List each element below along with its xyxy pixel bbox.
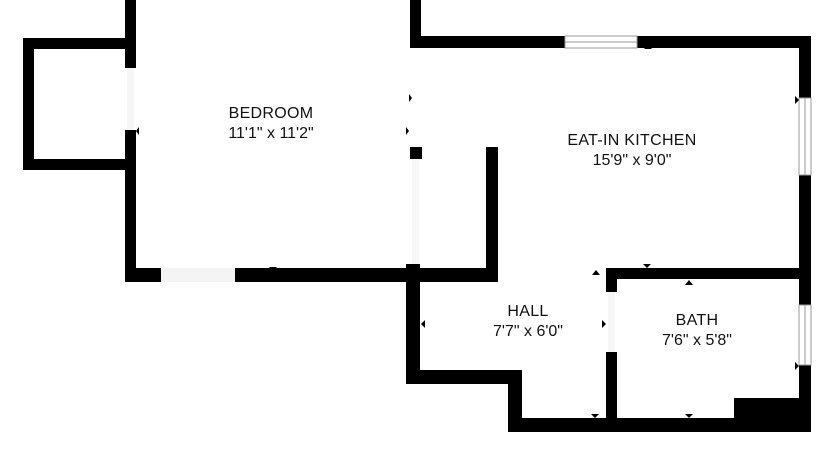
bath-wall-left-upper [606,268,617,292]
kitchen-wall-top-right [637,36,811,48]
opening-bedroom-kitchen [412,159,419,264]
kitchen-wall-top-left [410,36,565,48]
kitchen-partition-wall [486,147,498,282]
door-jamb-left [410,147,422,159]
room-dimensions: 7'6" x 5'8" [662,332,732,349]
bedroom-wall-left-upper [125,0,136,68]
hall-wall-step [406,370,522,384]
marker-kitchen-bottom [643,264,651,268]
opening-closet [127,68,134,130]
room-name: BEDROOM [228,105,314,122]
closet-wall-bottom [23,159,136,170]
windows [564,35,812,366]
bath-wall-top [606,268,811,279]
marker-hall-bottom [591,414,599,418]
room-label-bath: BATH 7'6" x 5'8" [662,311,732,351]
bedroom-wall-left-lower [125,130,136,282]
marker-hall-door [602,320,606,328]
room-name: BATH [675,312,719,329]
marker-bath-top [685,280,693,285]
room-label-eat-in-kitchen: EAT-IN KITCHEN 15'9" x 9'0" [567,131,696,171]
marker-partition-lower [406,127,409,135]
marker-kitchen-right [795,96,799,104]
room-name: EAT-IN KITCHEN [567,132,697,149]
marker-hall-left [421,320,425,328]
bath-wall-left-lower [606,352,617,432]
room-label-hall: HALL 7'7" x 6'0" [493,302,563,342]
window-bath-right [798,304,812,366]
walls [23,0,811,432]
marker-hall-top [592,270,600,275]
marker-bedroom-bottom [269,267,277,271]
room-dimensions: 7'7" x 6'0" [493,323,563,340]
kitchen-wall-right-upper [799,36,811,98]
window-kitchen-top [564,35,638,49]
bedroom-wall-bottom-left [125,268,161,282]
hall-wall-left [406,264,420,384]
room-dimensions: 11'1" x 11'2" [228,125,314,142]
wall-markers [136,45,799,418]
window-kitchen-right [798,97,812,176]
room-dimensions: 15'9" x 9'0" [592,152,672,169]
marker-partition-upper [409,94,412,102]
marker-closet [136,127,139,135]
kitchen-wall-right-mid [799,175,811,305]
closet-wall-left [23,38,34,170]
opening-bath-door [608,292,615,352]
bath-corner-block [734,398,811,432]
marker-bath-right [795,362,799,370]
marker-bath-bottom [685,414,693,418]
opening-bedroom-bottom [161,268,235,282]
room-name: HALL [507,303,549,320]
room-label-bedroom: BEDROOM 11'1" x 11'2" [228,104,313,144]
openings [127,68,615,352]
marker-kitchen-top [644,45,652,49]
partition-wall-top [410,0,421,48]
closet-wall-top [23,38,136,49]
bedroom-wall-bottom-right [235,268,498,282]
hall-wall-left-lower [508,370,522,432]
